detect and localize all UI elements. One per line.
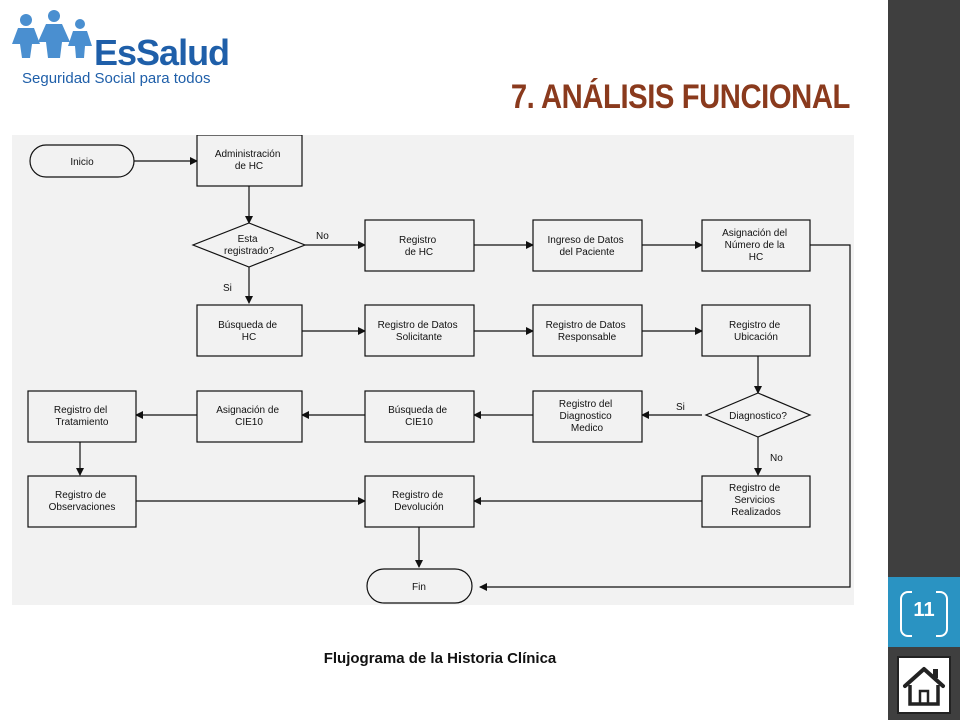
node-registro-servicios-line-3: Realizados [731, 507, 780, 518]
essalud-logo: EsSalud Seguridad Social para todos [10, 10, 248, 90]
node-registro-diagnostico-line-2: Diagnostico [559, 411, 612, 422]
node-registro-hc: Registro de HC [364, 219, 475, 272]
svg-text:Inicio: Inicio [70, 157, 94, 168]
node-diagnostico-line-1: Diagnostico? [729, 411, 787, 422]
logo-tagline: Seguridad Social para todos [22, 70, 211, 87]
svg-text:Registro de Observacio: Registro de Observaciones [49, 490, 116, 513]
node-registro-tratamiento-line-1: Registro del [54, 405, 107, 416]
node-registro-solicitante: Registro de Datos Solicitante [364, 304, 475, 357]
edge-asignacion-numero-fin [479, 244, 851, 591]
svg-text:Registro de HC: Registro de HC [399, 235, 439, 258]
label-si-registrado: Si [223, 283, 232, 294]
node-asignacion-numero: Asignación del Número de la HC [701, 219, 811, 272]
node-asignacion-numero-line-1: Asignación del [722, 228, 787, 239]
node-registro-hc-line-2: de HC [405, 247, 433, 258]
svg-text:Esta registrado?: Esta registrado? [224, 234, 274, 257]
node-registro-responsable-line-1: Registro de Datos [546, 320, 626, 331]
svg-text:Registro de Devolución: Registro de Devolución [392, 490, 446, 513]
diagram-caption: Flujograma de la Historia Clínica [323, 650, 557, 667]
logo-name: EsSalud [94, 32, 230, 73]
node-registro-observaciones-line-2: Observaciones [49, 502, 116, 513]
node-registro-tratamiento: Registro del Tratamiento [27, 390, 137, 443]
node-asignacion-cie10: Asignación de CIE10 [196, 390, 303, 443]
node-registro-ubicacion-line-2: Ubicación [734, 332, 778, 343]
node-registro-servicios-line-1: Registro de [729, 483, 781, 494]
node-asignacion-numero-line-3: HC [749, 252, 763, 263]
family-figures-icon [12, 10, 92, 58]
svg-text:Asignación de CIE10: Asignación de CIE10 [216, 405, 282, 428]
node-busqueda-cie10-line-2: CIE10 [405, 417, 433, 428]
node-asignacion-cie10-line-1: Asignación de [216, 405, 279, 416]
node-esta-registrado-line-2: registrado? [224, 246, 274, 257]
svg-text:Registro de Datos Resp: Registro de Datos Responsable [546, 320, 629, 343]
node-busqueda-cie10: Búsqueda de CIE10 [364, 390, 475, 443]
slide: EsSalud Seguridad Social para todos 7. A… [10, 10, 854, 667]
node-registro-tratamiento-line-2: Tratamiento [56, 417, 109, 428]
label-no-registrado: No [316, 231, 329, 242]
node-registro-observaciones-line-1: Registro de [55, 490, 107, 501]
node-inicio-line-1: Inicio [70, 157, 94, 168]
node-registro-diagnostico: Registro del Diagnostico Medico [532, 390, 643, 443]
node-ingreso-datos-line-1: Ingreso de Datos [548, 235, 624, 246]
node-registro-ubicacion-line-1: Registro de [729, 320, 781, 331]
node-diagnostico: Diagnostico? [704, 392, 812, 438]
node-registro-solicitante-line-2: Solicitante [396, 332, 443, 343]
svg-text:Fin: Fin [412, 582, 426, 593]
node-registro-diagnostico-line-3: Medico [571, 423, 604, 434]
node-asignacion-cie10-line-2: CIE10 [235, 417, 263, 428]
slide-title: 7. ANÁLISIS FUNCIONAL [510, 78, 851, 116]
node-ingreso-datos: Ingreso de Datos del Paciente [532, 219, 643, 272]
node-administracion-line-1: Administración [215, 149, 281, 160]
svg-text:Registro de Datos Soli: Registro de Datos Solicitante [378, 320, 461, 343]
node-fin: Fin [366, 568, 473, 604]
node-ingreso-datos-line-2: del Paciente [559, 247, 614, 258]
node-esta-registrado-line-1: Esta [238, 234, 258, 245]
node-registro-devolucion-line-2: Devolución [394, 502, 443, 513]
svg-text:Registro del Tratamien: Registro del Tratamiento [54, 405, 110, 428]
label-no-diagnostico: No [770, 453, 783, 464]
node-busqueda-hc-line-2: HC [242, 332, 256, 343]
page-number-tab: 11 [888, 577, 960, 647]
node-registro-diagnostico-line-1: Registro del [559, 399, 612, 410]
node-administracion-line-2: de HC [235, 161, 263, 172]
svg-text:Ingreso de Datos del P: Ingreso de Datos del Paciente [548, 235, 627, 258]
node-registro-servicios-line-2: Servicios [734, 495, 775, 506]
node-registro-servicios: Registro de Servicios Realizados [701, 475, 811, 528]
svg-text:Registro del Diagnosti: Registro del Diagnostico Medico [559, 399, 615, 434]
node-busqueda-hc-line-1: Búsqueda de [218, 320, 277, 331]
svg-text:Búsqueda de CIE10: Búsqueda de CIE10 [388, 405, 450, 428]
svg-text:Administración de HC: Administración de HC [215, 149, 283, 172]
node-administracion: Administración de HC [196, 135, 303, 187]
svg-text:Búsqueda de HC: Búsqueda de HC [218, 320, 280, 343]
home-button[interactable] [897, 656, 951, 714]
label-si-diagnostico: Si [676, 402, 685, 413]
page-number: 11 [913, 599, 935, 621]
node-registro-devolucion: Registro de Devolución [364, 475, 475, 528]
node-inicio: Inicio [29, 144, 135, 178]
bracket-left [900, 591, 912, 637]
bracket-right [936, 591, 948, 637]
node-registro-hc-line-1: Registro [399, 235, 437, 246]
node-registro-solicitante-line-1: Registro de Datos [378, 320, 458, 331]
home-icon [903, 667, 945, 706]
node-fin-line-1: Fin [412, 582, 426, 593]
svg-text:Registro de Servicios: Registro de Servicios Realizados [729, 483, 783, 518]
flowchart-diagram: No Si Si No Inicio Fin Esta registrado? [12, 135, 854, 605]
svg-text:Asignación del Número: Asignación del Número de la HC [722, 228, 790, 263]
node-registro-devolucion-line-1: Registro de [392, 490, 444, 501]
node-esta-registrado: Esta registrado? [191, 222, 307, 268]
node-registro-responsable-line-2: Responsable [558, 332, 617, 343]
node-registro-responsable: Registro de Datos Responsable [532, 304, 643, 357]
node-busqueda-hc: Búsqueda de HC [196, 304, 303, 357]
node-registro-observaciones: Registro de Observaciones [27, 475, 137, 528]
svg-text:Registro de Ubicación: Registro de Ubicación [729, 320, 783, 343]
node-busqueda-cie10-line-1: Búsqueda de [388, 405, 447, 416]
node-asignacion-numero-line-2: Número de la [725, 240, 785, 251]
svg-text:Diagnostico?: Diagnostico? [729, 411, 787, 422]
node-registro-ubicacion: Registro de Ubicación [701, 304, 811, 357]
